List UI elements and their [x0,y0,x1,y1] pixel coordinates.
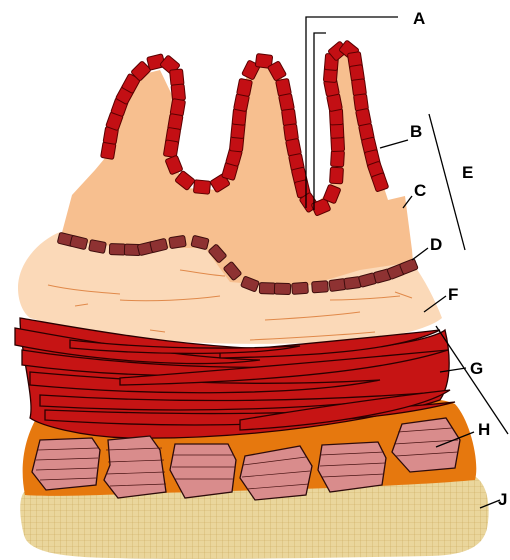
basement-cell-3 [109,244,125,256]
label-d: D [430,235,442,254]
label-c: C [414,181,426,200]
epithelial-cell-9 [170,69,185,86]
label-j: J [498,490,507,509]
label-h: H [478,420,490,439]
label-f: F [448,285,458,304]
label-e: E [462,163,473,182]
basement-cell-7 [169,235,187,248]
epithelial-cell-40 [330,167,344,184]
epithelial-cell-17 [193,180,210,195]
basement-cell-15 [312,281,329,293]
gland-6 [392,418,460,472]
gland-5 [318,442,386,492]
basement-cell-14 [292,282,309,294]
basement-cell-16 [329,278,346,291]
epithelial-cell-14 [163,140,178,158]
label-g: G [470,359,483,378]
basement-cell-13 [274,283,290,295]
gland-2 [104,436,166,498]
label-b: B [410,122,422,141]
epithelial-cell-25 [237,78,253,96]
label-a: A [413,9,425,28]
gland-1 [32,438,100,490]
epithelial-cell-41 [331,150,345,167]
basement-cell-12 [259,283,275,295]
